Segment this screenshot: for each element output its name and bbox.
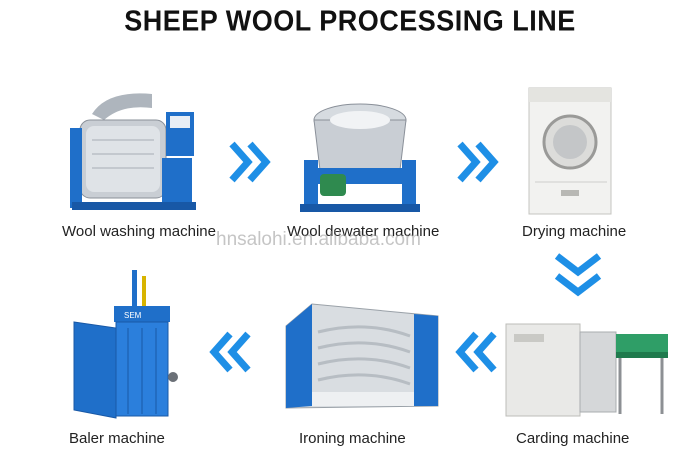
arrow-left-icon bbox=[206, 330, 252, 374]
drying-machine-label: Drying machine bbox=[522, 223, 627, 240]
wool-washing-machine-label: Wool washing machine bbox=[62, 223, 216, 240]
page-title: SHEEP WOOL PROCESSING LINE bbox=[124, 5, 576, 37]
wool-dewater-machine-label: Wool dewater machine bbox=[287, 223, 440, 240]
carding-machine-step bbox=[500, 310, 672, 420]
arrow-left-icon bbox=[452, 330, 498, 374]
wool-washing-machine-step bbox=[62, 90, 212, 218]
baler-machine-step: SEM bbox=[70, 268, 182, 424]
wool-dewater-machine-step bbox=[290, 90, 440, 218]
washing-machine-icon bbox=[70, 93, 196, 210]
ironing-machine-label: Ironing machine bbox=[299, 430, 406, 447]
ironing-machine-icon bbox=[285, 303, 439, 409]
watermark: hnsalohi.en.alibaba.com bbox=[216, 229, 421, 250]
carding-machine-label: Carding machine bbox=[516, 430, 630, 447]
dewater-machine-icon bbox=[300, 103, 420, 212]
arrow-right-icon bbox=[456, 140, 502, 184]
carding-machine-icon bbox=[505, 323, 668, 417]
baler-plate-text: SEM bbox=[124, 311, 142, 320]
drying-machine-step bbox=[527, 86, 615, 218]
dryer-icon bbox=[528, 87, 612, 215]
arrow-right-icon bbox=[228, 140, 274, 184]
baler-machine-label: Baler machine bbox=[69, 430, 165, 447]
baler-icon: SEM bbox=[73, 270, 178, 419]
arrow-down-icon bbox=[553, 252, 603, 300]
ironing-machine-step bbox=[282, 296, 442, 422]
